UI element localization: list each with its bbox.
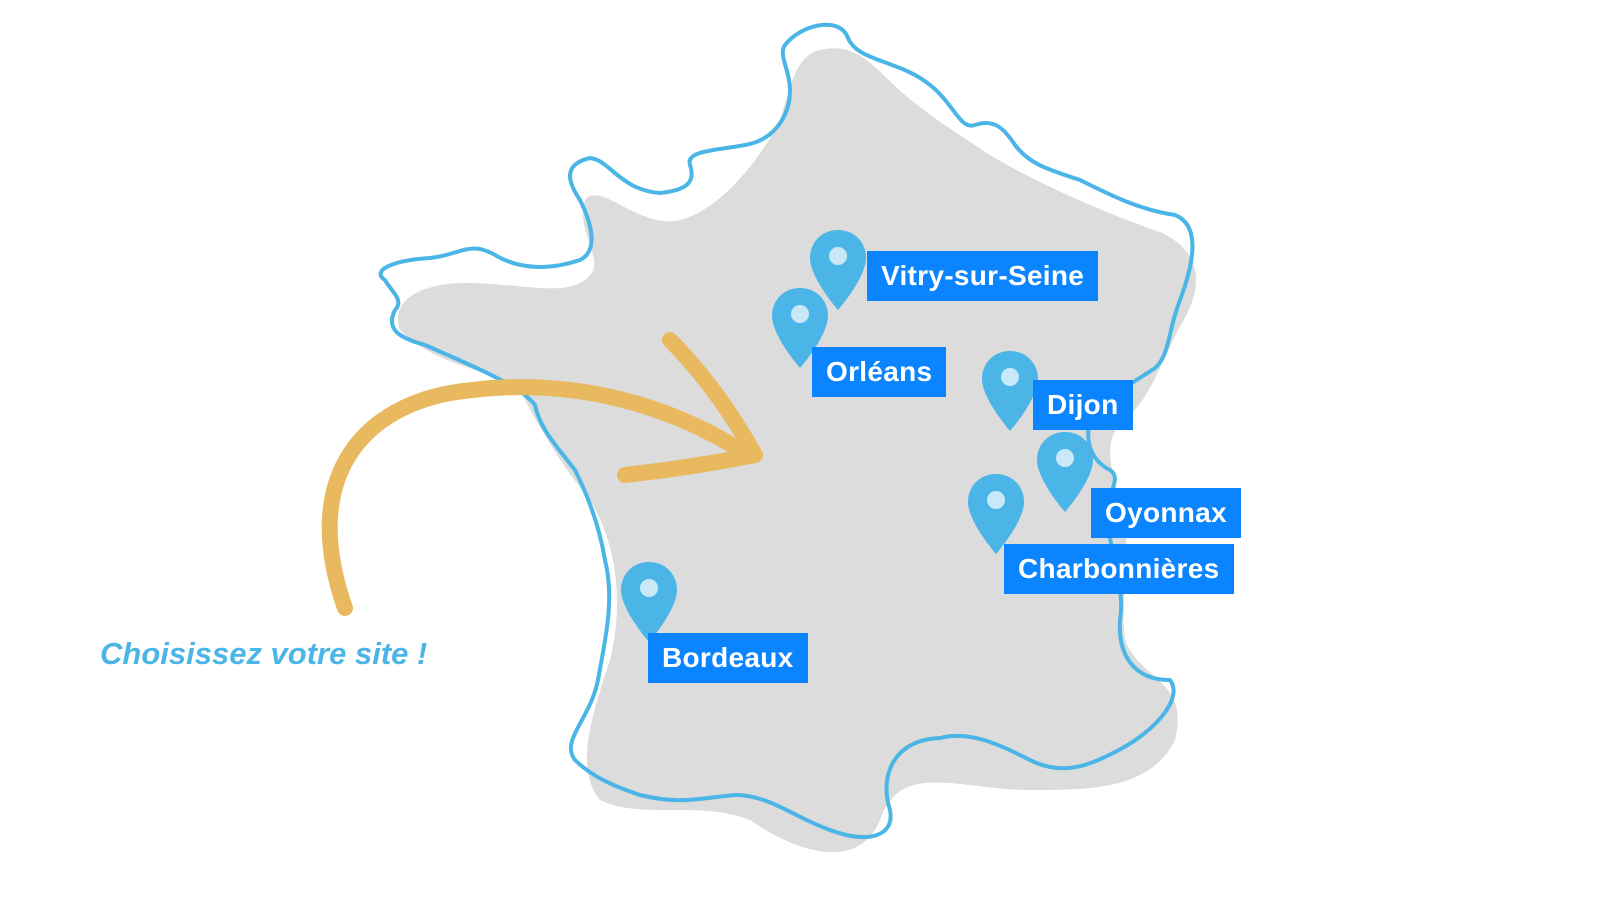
map-pin-icon bbox=[1037, 432, 1093, 512]
site-label-orleans[interactable]: Orléans bbox=[812, 347, 947, 397]
site-label-vitry[interactable]: Vitry-sur-Seine bbox=[867, 251, 1099, 301]
arrow-head-icon bbox=[617, 332, 763, 483]
site-label-oyonnax[interactable]: Oyonnax bbox=[1091, 488, 1241, 538]
site-label-bordeaux[interactable]: Bordeaux bbox=[648, 633, 808, 683]
site-label-dijon[interactable]: Dijon bbox=[1033, 380, 1133, 430]
map-pin-icon bbox=[982, 351, 1038, 431]
map-pin-icon bbox=[968, 474, 1024, 554]
france-land-shape bbox=[398, 48, 1197, 853]
france-outline bbox=[378, 22, 1195, 840]
cta-choose-site: Choisissez votre site ! bbox=[100, 636, 428, 671]
site-label-charbonnieres[interactable]: Charbonnières bbox=[1004, 544, 1234, 594]
map-pin-icon bbox=[621, 562, 677, 642]
curved-arrow-icon bbox=[321, 379, 748, 616]
map-pin-icon bbox=[810, 230, 866, 310]
